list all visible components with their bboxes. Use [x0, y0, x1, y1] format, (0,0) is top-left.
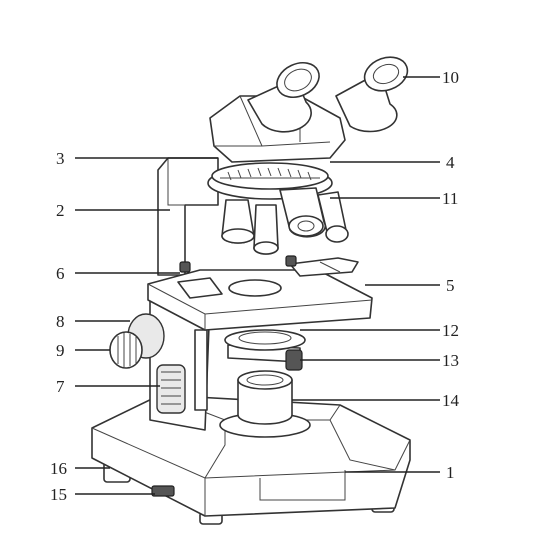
objective-lenses [221, 187, 349, 255]
label-13: 13 [442, 351, 459, 370]
label-1: 1 [446, 463, 455, 482]
label-5: 5 [446, 276, 455, 295]
label-11: 11 [442, 189, 458, 208]
label-10: 10 [442, 68, 459, 87]
label-14: 14 [442, 391, 460, 410]
label-15: 15 [50, 485, 67, 504]
focus-knobs [109, 313, 186, 414]
leader-lines [75, 76, 440, 495]
light-source [219, 370, 311, 438]
stage [147, 255, 373, 331]
label-6: 6 [56, 264, 65, 283]
label-3: 3 [56, 149, 65, 168]
label-16: 16 [50, 459, 67, 478]
label-7: 7 [56, 377, 65, 396]
condenser [194, 329, 306, 411]
part-labels: 10 3 4 2 11 6 5 8 12 9 13 7 14 1 16 15 [50, 68, 460, 504]
eyepieces [247, 56, 409, 133]
label-2: 2 [56, 201, 65, 220]
label-9: 9 [56, 341, 65, 360]
label-4: 4 [446, 153, 455, 172]
label-8: 8 [56, 312, 65, 331]
microscope-base [91, 394, 411, 525]
label-12: 12 [442, 321, 459, 340]
